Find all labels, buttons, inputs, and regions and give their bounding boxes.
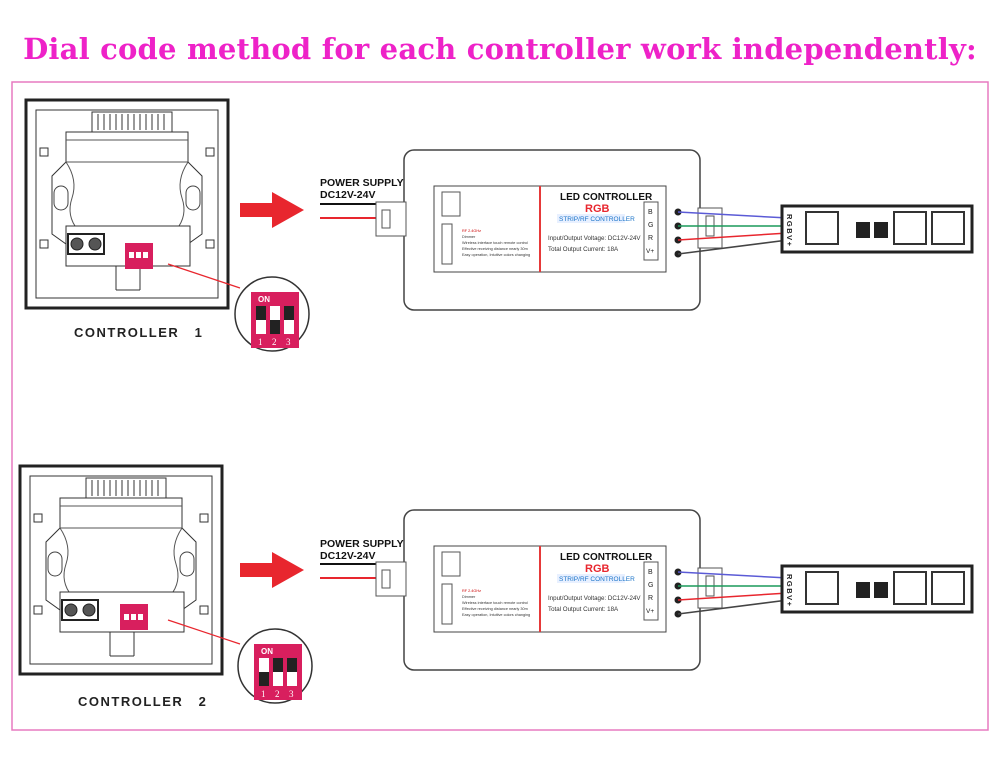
receiver-box-1 — [375, 149, 723, 311]
receiver-feature-2-0: RF 2.4GHz — [462, 589, 481, 593]
receiver-feature-1-1: Dimmer — [462, 235, 476, 239]
terminal-1-g: G — [648, 222, 653, 229]
led-strip-2 — [780, 564, 974, 614]
dip-1-number-2: 2 — [272, 337, 277, 347]
wall-panel-2 — [18, 464, 224, 676]
terminal-1-r: R — [648, 235, 653, 242]
receiver-current-1: Total Output Current: 18A — [548, 246, 619, 253]
power-supply-label-2: POWER SUPPLY DC12V-24V — [320, 538, 404, 562]
terminal-1-b: B — [648, 209, 653, 216]
dip-1-switch-1-knob — [256, 306, 266, 320]
dip-switch-2-on-panel — [120, 604, 148, 630]
wire-blue-1 — [677, 211, 789, 219]
dip-1-number-1: 1 — [258, 337, 263, 347]
receiver-voltage-1: Input/Output Voltage: DC12V-24V — [548, 235, 641, 242]
red-arrow-2 — [240, 552, 304, 588]
zoom-leader-2 — [167, 619, 241, 645]
dip-switch-1-on-panel — [125, 243, 153, 269]
receiver-strip-1: STRIP/RF CONTROLLER — [559, 216, 635, 223]
power-supply-line1: POWER SUPPLY — [320, 177, 404, 189]
page-title: Dial code method for each controller wor… — [23, 32, 977, 66]
power-supply-line1: POWER SUPPLY — [320, 538, 404, 550]
dip-2-number-3: 3 — [289, 689, 294, 699]
receiver-title-1: LED CONTROLLER — [560, 192, 653, 203]
receiver-feature-1-3: Effective receiving distance nearly 30m — [462, 247, 528, 251]
receiver-feature-2-1: Dimmer — [462, 595, 476, 599]
controller-1-label: CONTROLLER 1 — [74, 325, 204, 340]
terminal-2-b: B — [648, 569, 653, 576]
dip-1-number-3: 3 — [286, 337, 291, 347]
receiver-current-2: Total Output Current: 18A — [548, 606, 619, 613]
receiver-feature-2-4: Easy operation, Intuitive colors changin… — [462, 613, 530, 617]
strip-label-2: RGBV+ — [785, 574, 794, 608]
receiver-feature-2-2: Wireless interface touch remote control — [462, 601, 528, 605]
wall-panel-1 — [24, 98, 230, 310]
receiver-voltage-2: Input/Output Voltage: DC12V-24V — [548, 595, 641, 602]
outer-frame — [11, 81, 989, 731]
receiver-title-2: LED CONTROLLER — [560, 552, 653, 563]
dip-1-switch-3-knob — [284, 306, 294, 320]
receiver-feature-1-0: RF 2.4GHz — [462, 229, 481, 233]
wire-red-out-1 — [677, 232, 789, 241]
power-supply-line2: DC12V-24V — [320, 550, 376, 562]
dip-2-switch-1-knob — [259, 672, 269, 686]
dip-2-switch-2-knob — [273, 658, 283, 672]
red-arrow-1 — [240, 192, 304, 228]
receiver-feature-2-3: Effective receiving distance nearly 30m — [462, 607, 528, 611]
terminal-2-r: R — [648, 595, 653, 602]
controller-2-label: CONTROLLER 2 — [78, 694, 208, 709]
receiver-feature-1-4: Easy operation, Intuitive colors changin… — [462, 253, 530, 257]
receiver-strip-2: STRIP/RF CONTROLLER — [559, 576, 635, 583]
zoom-leader-1 — [167, 263, 241, 289]
receiver-rgb-1: RGB — [585, 203, 610, 215]
terminal-1-v: V+ — [646, 248, 654, 255]
wire-black-out-2 — [677, 599, 789, 615]
wire-black-out-1 — [677, 239, 789, 255]
dip-2-number-1: 1 — [261, 689, 266, 699]
power-supply-line2: DC12V-24V — [320, 189, 376, 201]
wire-blue-2 — [677, 571, 789, 579]
strip-label-1: RGBV+ — [785, 214, 794, 248]
dip-2-number-2: 2 — [275, 689, 280, 699]
dip-1-switch-2-knob — [270, 320, 280, 334]
terminal-2-g: G — [648, 582, 653, 589]
receiver-rgb-2: RGB — [585, 563, 610, 575]
receiver-box-2 — [375, 509, 723, 671]
dip-2-switch-3-knob — [287, 658, 297, 672]
terminal-2-v: V+ — [646, 608, 654, 615]
receiver-feature-1-2: Wireless interface touch remote control — [462, 241, 528, 245]
led-strip-1 — [780, 204, 974, 254]
dip-on-label-1: ON — [258, 295, 270, 304]
wire-red-out-2 — [677, 592, 789, 601]
dip-on-label-2: ON — [261, 647, 273, 656]
power-supply-label-1: POWER SUPPLY DC12V-24V — [320, 177, 404, 201]
